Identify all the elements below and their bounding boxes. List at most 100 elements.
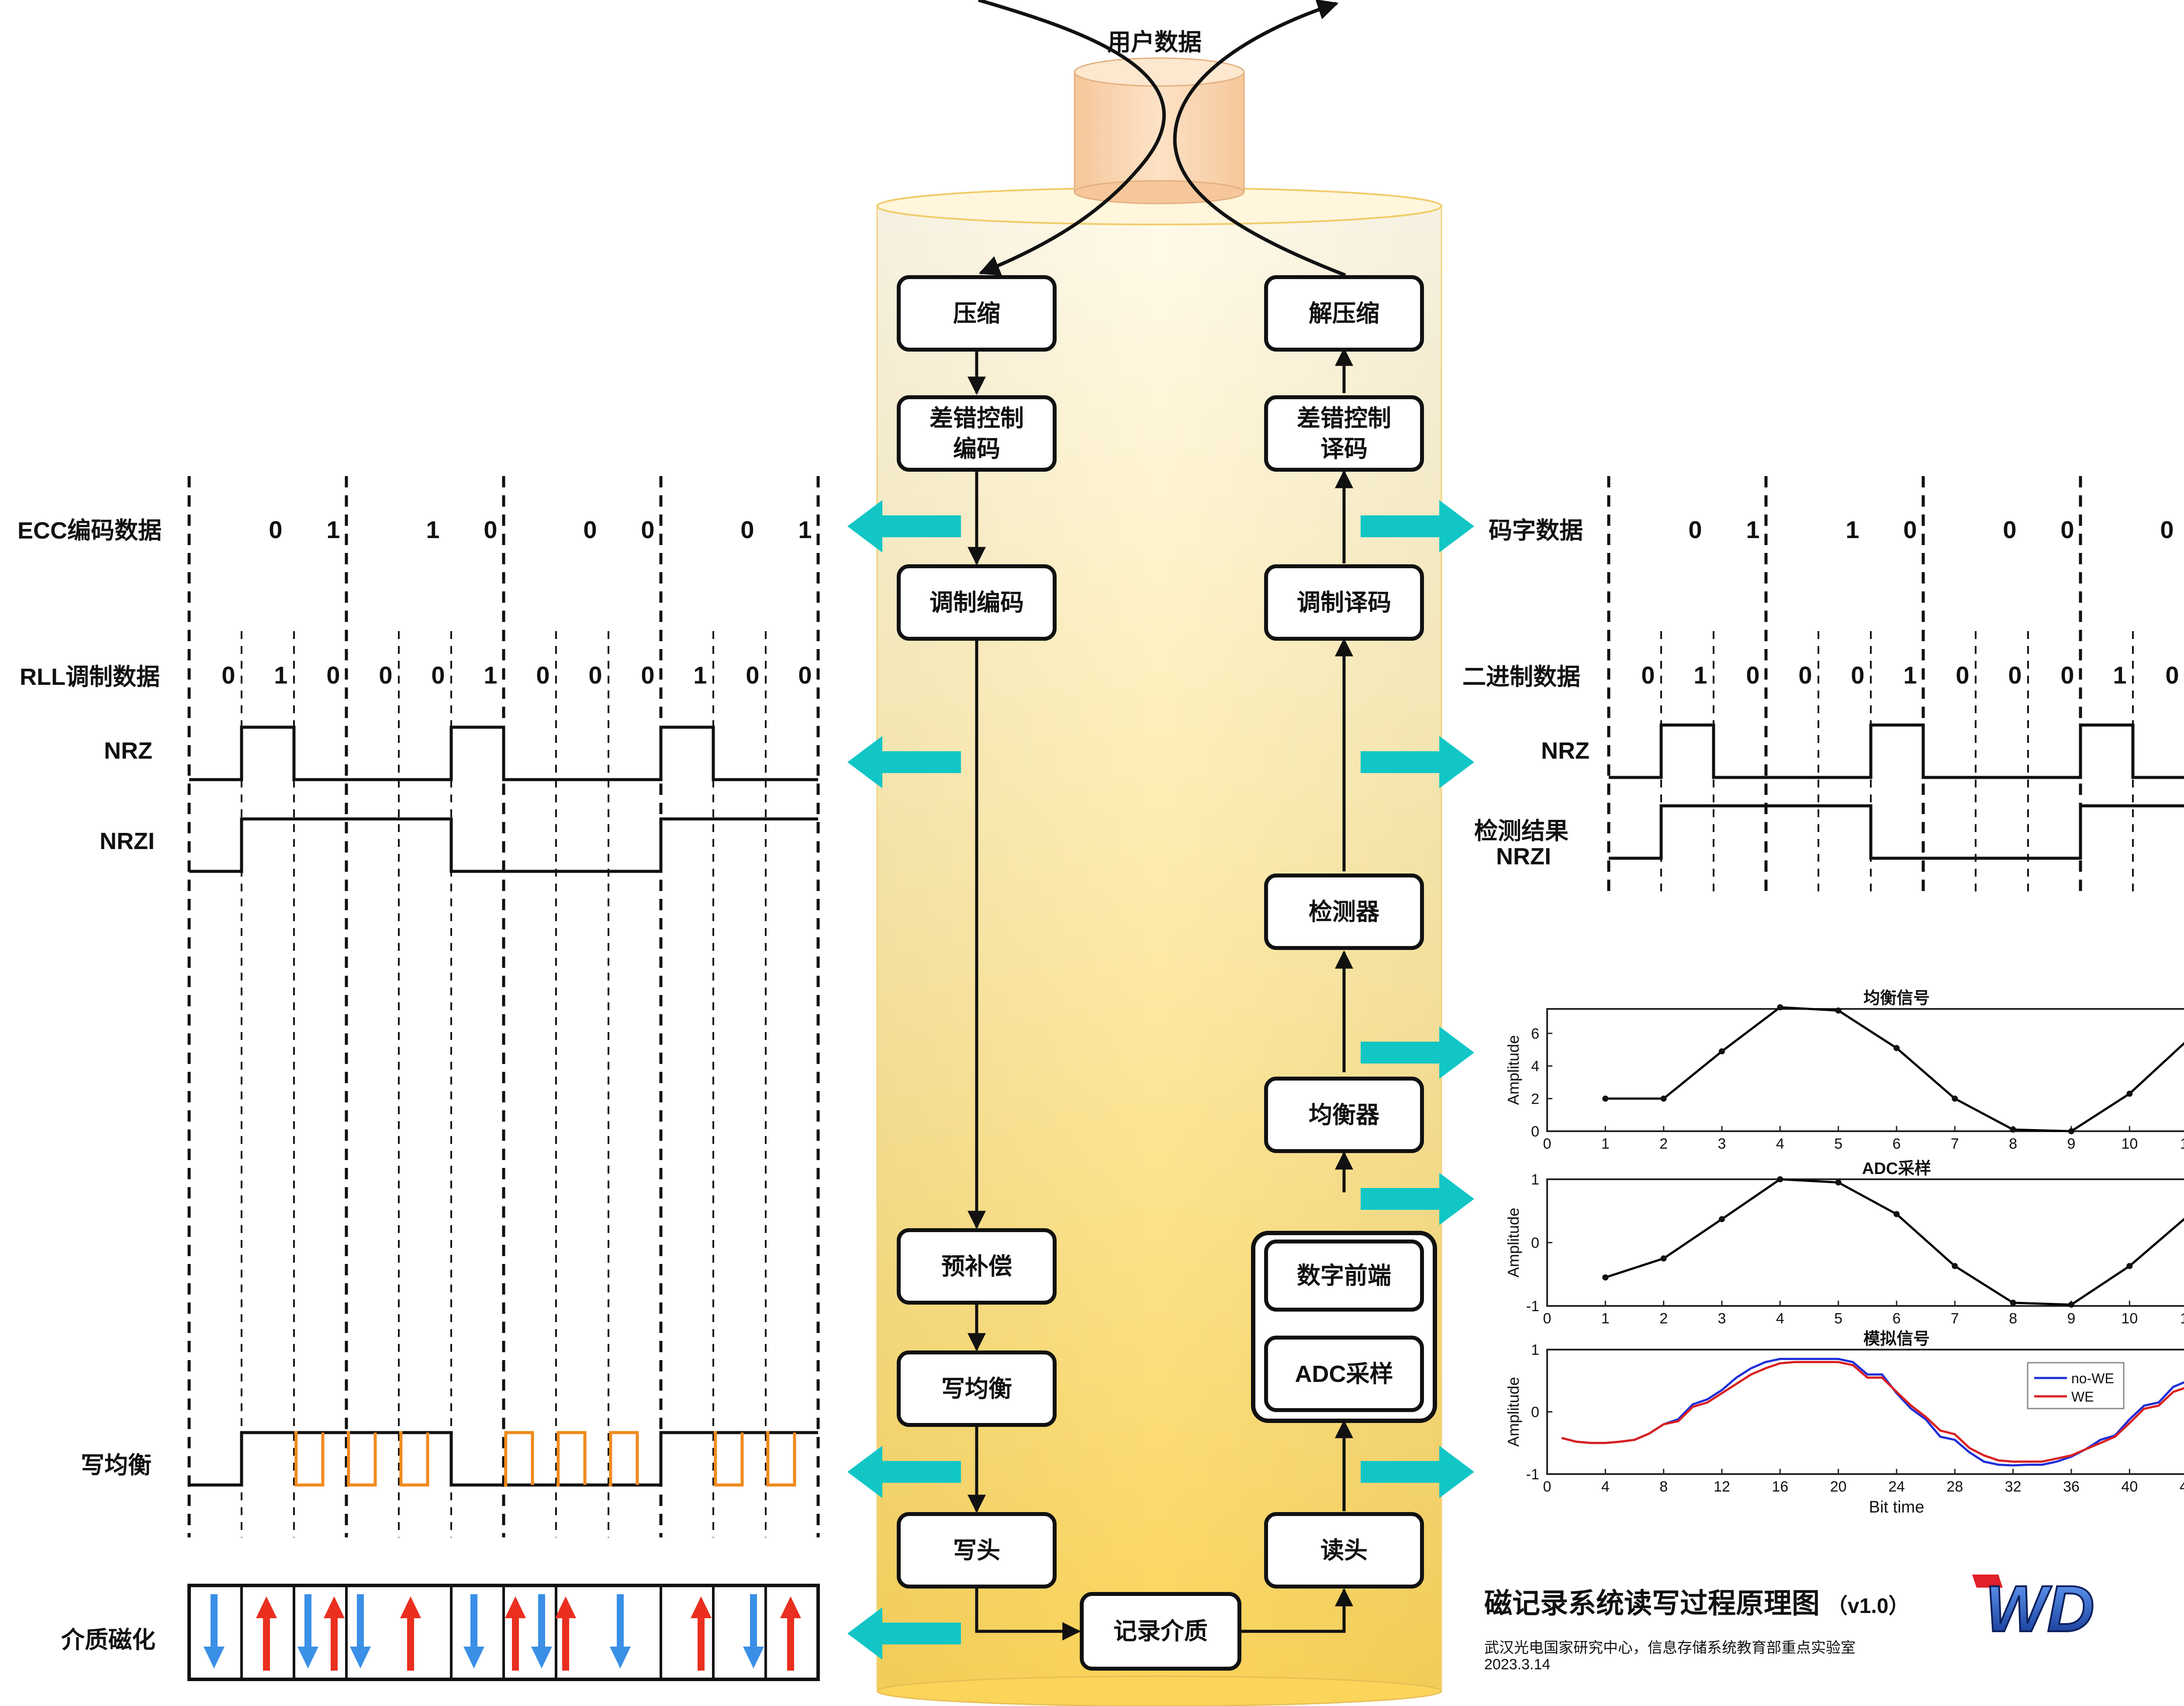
tap-arrow-codeword <box>1361 500 1474 553</box>
tap-arrow-analog <box>1361 1446 1474 1498</box>
rll-bit-7: 0 <box>588 661 602 689</box>
compress-block[interactable]: 压缩 <box>897 275 1057 352</box>
magnetization-arrowhead-9 <box>555 1596 576 1618</box>
y-tick-label: 1 <box>1531 1171 1539 1188</box>
data-point <box>1777 1176 1783 1182</box>
magnetization-arrowhead-11 <box>691 1596 712 1618</box>
rll-bit-6: 0 <box>1956 661 1969 689</box>
write-eq-notch <box>713 1431 744 1487</box>
ecc-encode-block[interactable]: 差错控制编码 <box>897 395 1057 472</box>
dfe-block[interactable]: 数字前端 <box>1264 1240 1424 1312</box>
x-tick-label: 9 <box>2067 1310 2076 1327</box>
nrzi-waveform <box>1609 804 2184 860</box>
user-data-label: 用户数据 <box>1107 29 1202 55</box>
precomp-label: 预补偿 <box>941 1253 1012 1280</box>
magnetization-arrowhead-3 <box>324 1596 345 1618</box>
medium-block[interactable]: 记录介质 <box>1080 1592 1241 1671</box>
data-point <box>1719 1216 1725 1223</box>
ecc-bit-1: 1 <box>326 516 340 543</box>
y-axis-label: Amplitude <box>1504 1208 1522 1278</box>
write-head-block[interactable]: 写头 <box>897 1512 1057 1589</box>
mod-decode-label: 调制译码 <box>1297 589 1391 616</box>
x-tick-label: 9 <box>2067 1136 2076 1152</box>
data-point <box>2068 1128 2074 1134</box>
magnetization-arrowhead-4 <box>350 1647 371 1668</box>
mod-encode-block[interactable]: 调制编码 <box>897 564 1057 641</box>
rll-bit-7: 0 <box>2008 661 2022 689</box>
series-line-0 <box>1561 1357 2184 1467</box>
decompress-block[interactable]: 解压缩 <box>1264 275 1424 352</box>
rll-bit-2: 0 <box>326 661 340 689</box>
write-eq-notch <box>766 1431 796 1487</box>
detector-block[interactable]: 检测器 <box>1264 874 1424 950</box>
left-nrzi-label: NRZI <box>100 828 155 854</box>
chart-analog: 模拟信号04812162024283236404448-101Amplitude… <box>1504 1330 2184 1516</box>
dfe-label: 数字前端 <box>1297 1262 1391 1289</box>
rll-bit-8: 0 <box>2060 661 2074 689</box>
x-tick-label: 3 <box>1718 1136 1726 1152</box>
data-point <box>1660 1095 1667 1102</box>
y-tick-label: 0 <box>1531 1123 1539 1140</box>
detector-label: 检测器 <box>1309 898 1379 925</box>
y-tick-label: -1 <box>1526 1466 1539 1483</box>
x-tick-label: 8 <box>2009 1310 2017 1327</box>
magnetization-arrowhead-13 <box>780 1596 801 1618</box>
data-point <box>2068 1302 2074 1308</box>
footer-title-text: 磁记录系统读写过程原理图 <box>1484 1588 1820 1619</box>
rll-bit-9: 1 <box>693 661 707 689</box>
nrzi-waveform <box>189 817 818 873</box>
series-line-0 <box>1605 1178 2184 1306</box>
rll-bit-4: 0 <box>431 661 445 689</box>
rll-bit-2: 0 <box>1746 661 1759 689</box>
x-tick-label: 1 <box>1601 1310 1610 1327</box>
data-point <box>1602 1095 1609 1102</box>
read-head-block[interactable]: 读头 <box>1264 1512 1424 1589</box>
magnetization-arrowhead-1 <box>256 1596 277 1618</box>
write-eq-block[interactable]: 写均衡 <box>897 1350 1057 1427</box>
rll-bit-0: 0 <box>221 661 235 689</box>
magnetization-arrowhead-10 <box>610 1647 631 1668</box>
data-point <box>1660 1255 1667 1262</box>
nrz-waveform <box>189 725 818 781</box>
magnetization-arrowhead-5 <box>400 1596 421 1618</box>
x-tick-label: 4 <box>1776 1136 1784 1152</box>
legend-label-0: no-WE <box>2071 1371 2114 1386</box>
write-head-label: 写头 <box>953 1537 1000 1564</box>
data-point <box>1952 1263 1958 1269</box>
rll-bit-1: 1 <box>1693 661 1707 689</box>
nrz-waveform <box>1609 723 2184 779</box>
ecc-bit-3: 0 <box>484 516 497 543</box>
mod-decode-block[interactable]: 调制译码 <box>1264 564 1424 641</box>
binary-data-label: 二进制数据 <box>1462 664 1580 690</box>
x-tick-label: 10 <box>2121 1310 2138 1327</box>
equalizer-block[interactable]: 均衡器 <box>1264 1077 1424 1153</box>
rll-bit-10: 0 <box>2165 661 2179 689</box>
ecc-bit-6: 0 <box>2160 516 2174 543</box>
x-tick-label: 32 <box>2005 1478 2022 1495</box>
magnetization-arrowhead-6 <box>463 1647 484 1668</box>
magnetization-arrowhead-12 <box>743 1647 764 1668</box>
x-tick-label: 2 <box>1659 1310 1668 1327</box>
footer-institute: 武汉光电国家研究中心，信息存储系统教育部重点实验室 <box>1484 1640 1856 1656</box>
adc-label: ADC采样 <box>1295 1361 1393 1387</box>
x-tick-label: 44 <box>2180 1478 2184 1495</box>
x-tick-label: 7 <box>1951 1136 1959 1152</box>
x-tick-label: 5 <box>1834 1310 1842 1327</box>
x-tick-label: 0 <box>1543 1310 1552 1327</box>
tap-arrow-media <box>847 1607 961 1660</box>
codeword-label: 码字数据 <box>1489 518 1583 544</box>
legend-label-1: WE <box>2071 1389 2094 1405</box>
data-point <box>2126 1091 2133 1097</box>
precomp-block[interactable]: 预补偿 <box>897 1228 1057 1305</box>
adc-block[interactable]: ADC采样 <box>1264 1336 1424 1412</box>
y-tick-label: 4 <box>1531 1058 1539 1075</box>
rll-bit-9: 1 <box>2113 661 2126 689</box>
rll-bit-4: 0 <box>1851 661 1864 689</box>
rll-data-label: RLL调制数据 <box>20 664 160 690</box>
ecc-decode-block[interactable]: 差错控制译码 <box>1264 395 1424 472</box>
rll-bit-8: 0 <box>641 661 654 689</box>
data-point <box>1602 1274 1609 1281</box>
tap-arrow-equalized <box>1361 1026 1474 1079</box>
